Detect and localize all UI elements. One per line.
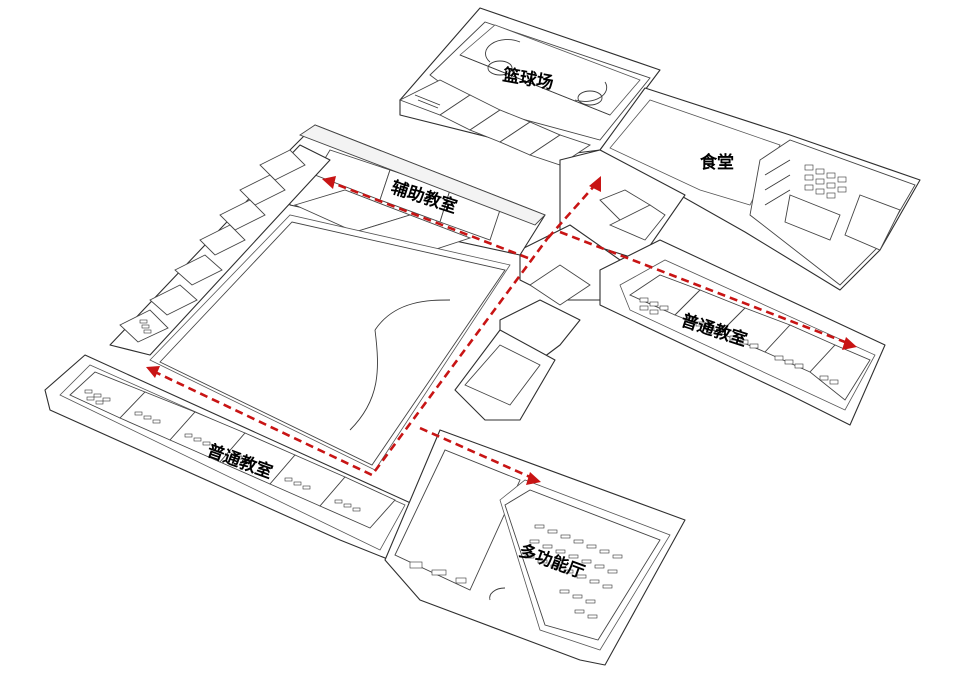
route-north-to-canteen: [547, 184, 596, 239]
basketball-court-block: [398, 7, 661, 166]
arrowhead-auxiliary: [322, 176, 336, 189]
arrowhead-hall: [526, 472, 541, 485]
east-classroom-desks: [639, 297, 839, 385]
canteen-tables: [804, 164, 847, 199]
route-main-spine: [154, 234, 552, 477]
auxiliary-classroom-block: [284, 124, 546, 257]
route-to-auxiliary-classroom: [332, 181, 529, 260]
canteen-block: [599, 87, 921, 291]
route-to-multipurpose-hall: [419, 426, 531, 479]
circulation-routes: [146, 176, 857, 485]
arrowhead-east-classrooms: [842, 337, 857, 350]
label-canteen: 食堂: [700, 152, 734, 173]
multipurpose-hall-block: [384, 429, 686, 666]
west-classroom-wing: [44, 354, 416, 561]
arrowhead-west-classrooms: [146, 366, 160, 378]
central-link-block: [454, 149, 686, 421]
east-classroom-wing: [599, 239, 886, 426]
route-east-classrooms: [559, 230, 846, 344]
courtyard-frame: [109, 144, 511, 471]
hall-seating: [524, 524, 623, 619]
west-classroom-desks: [84, 389, 361, 512]
arrowhead-canteen: [589, 176, 601, 192]
west-wing-desks: [139, 319, 152, 334]
